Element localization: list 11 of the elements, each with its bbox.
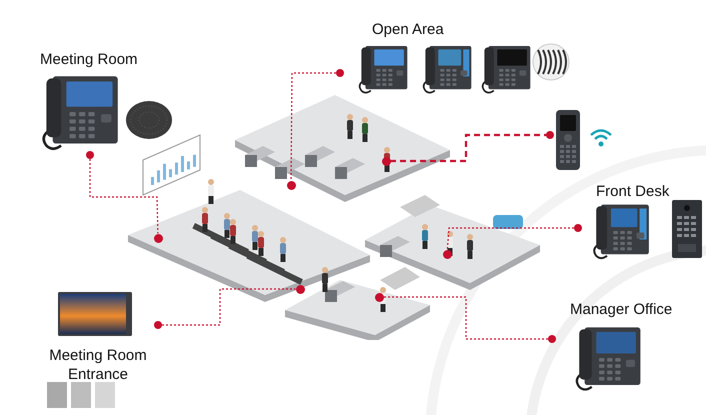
connector-line bbox=[290, 69, 344, 180]
connector-line bbox=[86, 151, 158, 234]
area-label: Meeting Room Entrance bbox=[48, 346, 148, 384]
connector-line bbox=[390, 131, 554, 162]
connector-line bbox=[446, 224, 582, 250]
connector-line bbox=[384, 296, 556, 343]
location-dot bbox=[286, 180, 296, 190]
area-label: Open Area bbox=[372, 20, 444, 39]
area-label: Manager Office bbox=[570, 300, 672, 319]
area-label: Meeting Room bbox=[40, 50, 138, 69]
area-label: Front Desk bbox=[596, 182, 670, 201]
